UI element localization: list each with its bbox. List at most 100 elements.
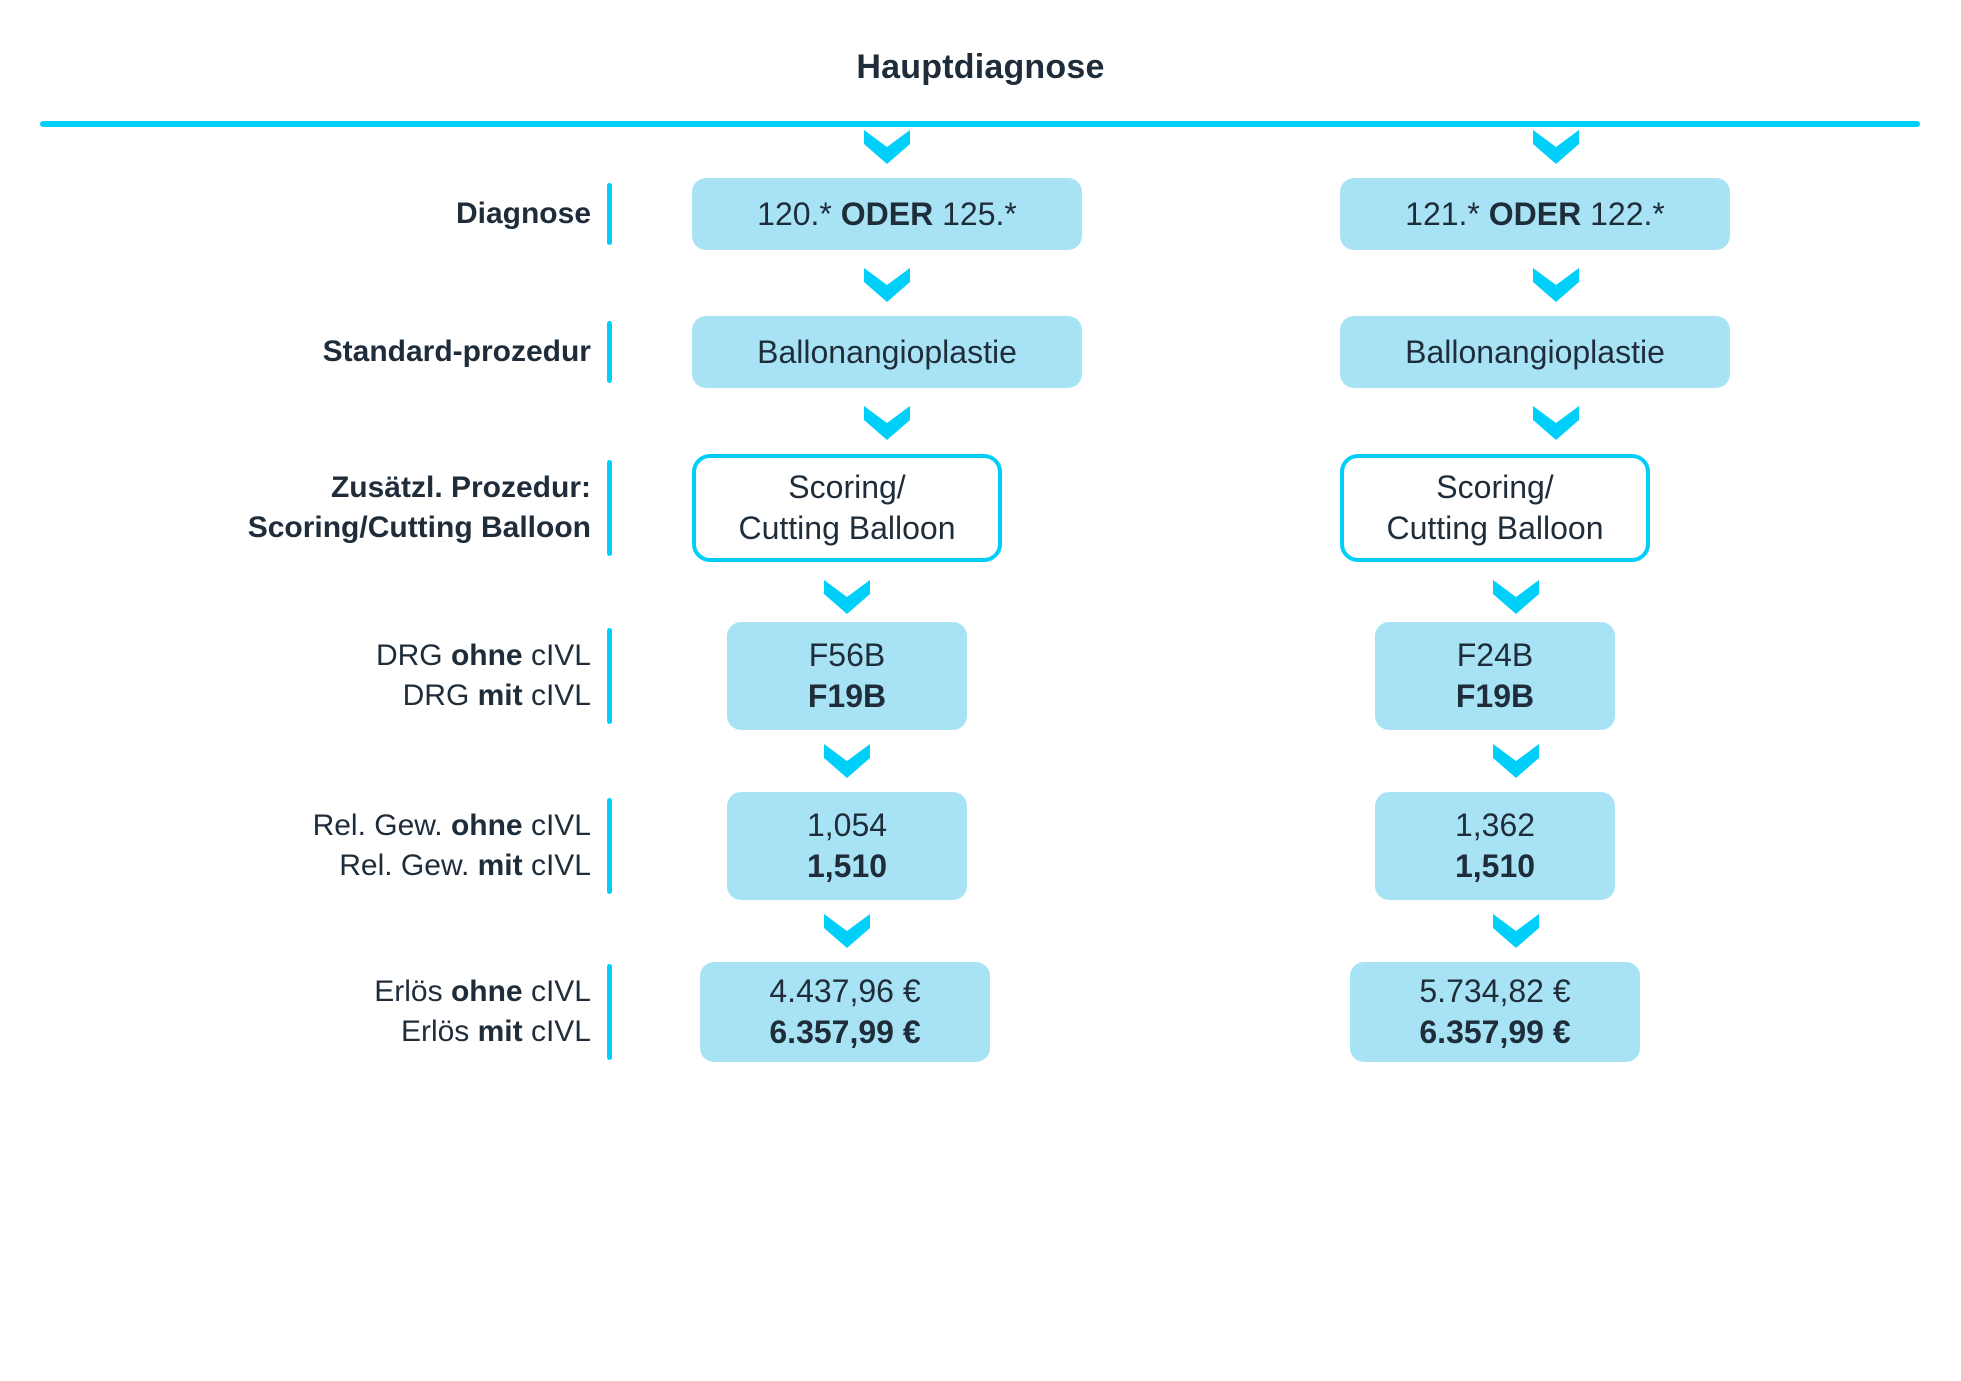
row-label-line: Diagnose [455, 197, 591, 231]
chevron-down-icon [1492, 914, 1539, 948]
row-label-line2: Erlös mit cIVL [401, 1015, 591, 1048]
label-pre: Erlös [400, 1015, 478, 1048]
chevron-slot [692, 406, 1082, 440]
chevron-down-icon [1532, 268, 1579, 302]
row-label-cell-zusaetzliche-prozedur: Zusätzl. Prozedur: Scoring/Cutting Ballo… [0, 460, 612, 556]
label-gutter-spacer [0, 914, 612, 948]
node-erloes-right[interactable]: 5.734,82 € 6.357,99 € [1350, 962, 1640, 1062]
node-rel-gew-right[interactable]: 1,362 1,510 [1375, 792, 1615, 900]
node-text-post: 122.* [1581, 195, 1665, 232]
connector-col-right [1293, 268, 1961, 302]
connector-col-right [1293, 914, 1961, 948]
label-divider [607, 321, 612, 383]
label-divider [607, 628, 612, 724]
label-emphasis: ohne [450, 975, 523, 1009]
chevron-slot [727, 914, 967, 948]
column-left-standard-prozedur: Ballonangioplastie [612, 316, 1272, 388]
node-value-without-civl: 1,362 [1454, 807, 1536, 844]
column-right-erloes: 5.734,82 € 6.357,99 € [1272, 962, 1932, 1062]
node-standard-prozedur-left[interactable]: Ballonangioplastie [692, 316, 1082, 388]
row-label-cell-rel-gew: Rel. Gew. ohne cIVL Rel. Gew. mit cIVL [0, 798, 612, 894]
node-text: Ballonangioplastie [757, 333, 1017, 370]
label-post: cIVL [522, 849, 591, 882]
row-label-cell-erloes: Erlös ohne cIVL Erlös mit cIVL [0, 964, 612, 1060]
column-right-rel-gew: 1,362 1,510 [1272, 792, 1932, 900]
node-standard-prozedur-right[interactable]: Ballonangioplastie [1340, 316, 1730, 388]
label-divider [607, 183, 612, 245]
chevron-slot [692, 580, 1002, 614]
row-label-rel-gew: Rel. Gew. ohne cIVL Rel. Gew. mit cIVL [313, 806, 607, 886]
chevron-down-icon [1492, 580, 1539, 614]
label-pre: DRG [402, 679, 478, 712]
node-value-with-civl: 6.357,99 € [1419, 1014, 1571, 1050]
column-right-standard-prozedur: Ballonangioplastie [1272, 316, 1932, 388]
label-divider [607, 798, 612, 894]
node-value-without-civl: 5.734,82 € [1419, 973, 1571, 1010]
row-label-diagnose: Diagnose [456, 194, 607, 234]
chevron-slot [1396, 914, 1636, 948]
label-gutter-spacer [0, 130, 612, 164]
label-post: cIVL [522, 809, 591, 843]
column-left-rel-gew: 1,054 1,510 [612, 792, 1272, 900]
label-gutter-spacer [0, 580, 612, 614]
row-label-line2: Rel. Gew. mit cIVL [339, 849, 591, 882]
node-text-pre: 121.* [1405, 195, 1489, 232]
node-erloes-left[interactable]: 4.437,96 € 6.357,99 € [700, 962, 990, 1062]
connector-row-into-drg [0, 580, 1961, 614]
page-title: Hauptdiagnose [856, 48, 1105, 86]
node-diagnose-right[interactable]: 121.* ODER 122.* [1340, 178, 1730, 250]
label-pre: Rel. Gew. [339, 849, 478, 882]
node-text: 121.* ODER 122.* [1405, 194, 1665, 235]
connector-col-left [612, 914, 1293, 948]
column-right-zusaetzliche-prozedur: Scoring/ Cutting Balloon [1272, 454, 1932, 562]
column-left-diagnose: 120.* ODER 125.* [612, 178, 1272, 250]
label-emphasis: mit [477, 849, 523, 882]
label-emphasis: mit [477, 1015, 523, 1048]
label-emphasis: ohne [450, 639, 523, 673]
connector-col-left [612, 744, 1293, 778]
row-label-line1: DRG ohne cIVL [376, 639, 591, 672]
connector-col-left [612, 268, 1293, 302]
connector-col-right [1293, 406, 1961, 440]
label-gutter-spacer [0, 406, 612, 440]
label-post: cIVL [522, 639, 591, 673]
node-value-with-civl: 6.357,99 € [769, 1014, 921, 1050]
node-value-without-civl: 4.437,96 € [769, 973, 921, 1010]
node-text: 120.* ODER 125.* [757, 194, 1017, 235]
node-zusaetzliche-prozedur-left[interactable]: Scoring/ Cutting Balloon [692, 454, 1002, 562]
connector-row-into-diagnose [0, 130, 1961, 164]
label-divider [607, 964, 612, 1060]
row-label-standard-prozedur: Standard-prozedur [323, 332, 607, 372]
node-text-operator: ODER [840, 195, 934, 232]
node-drg-left[interactable]: F56B F19B [727, 622, 967, 730]
connector-row-into-standard-prozedur [0, 268, 1961, 302]
label-post: cIVL [522, 975, 591, 1009]
node-text-pre: 120.* [757, 195, 841, 232]
node-text: Ballonangioplastie [1405, 333, 1665, 370]
row-label-line: Scoring/Cutting Balloon [247, 511, 591, 544]
row-label-line: Zusätzl. Prozedur: [330, 471, 591, 505]
chevron-down-icon [1492, 744, 1539, 778]
node-text-line1: Scoring/ [788, 469, 906, 506]
row-label-line1: Rel. Gew. ohne cIVL [313, 809, 591, 842]
connector-col-left [612, 130, 1293, 164]
label-gutter-spacer [0, 268, 612, 302]
chevron-slot [1361, 268, 1751, 302]
flow-grid: Diagnose 120.* ODER 125.* 121.* ODER 122… [0, 130, 1961, 1062]
connector-col-left [612, 580, 1293, 614]
label-gutter-spacer [0, 744, 612, 778]
connector-col-right [1293, 130, 1961, 164]
node-drg-right[interactable]: F24B F19B [1375, 622, 1615, 730]
chevron-down-icon [824, 914, 870, 948]
connector-row-into-erloes [0, 914, 1961, 948]
column-right-drg: F24B F19B [1272, 622, 1932, 730]
column-left-drg: F56B F19B [612, 622, 1272, 730]
node-zusaetzliche-prozedur-right[interactable]: Scoring/ Cutting Balloon [1340, 454, 1650, 562]
chevron-slot [1361, 130, 1751, 164]
row-zusaetzliche-prozedur: Zusätzl. Prozedur: Scoring/Cutting Ballo… [0, 454, 1961, 562]
node-diagnose-left[interactable]: 120.* ODER 125.* [692, 178, 1082, 250]
node-rel-gew-left[interactable]: 1,054 1,510 [727, 792, 967, 900]
chevron-slot [692, 130, 1082, 164]
node-value-with-civl: 1,510 [1454, 848, 1536, 884]
